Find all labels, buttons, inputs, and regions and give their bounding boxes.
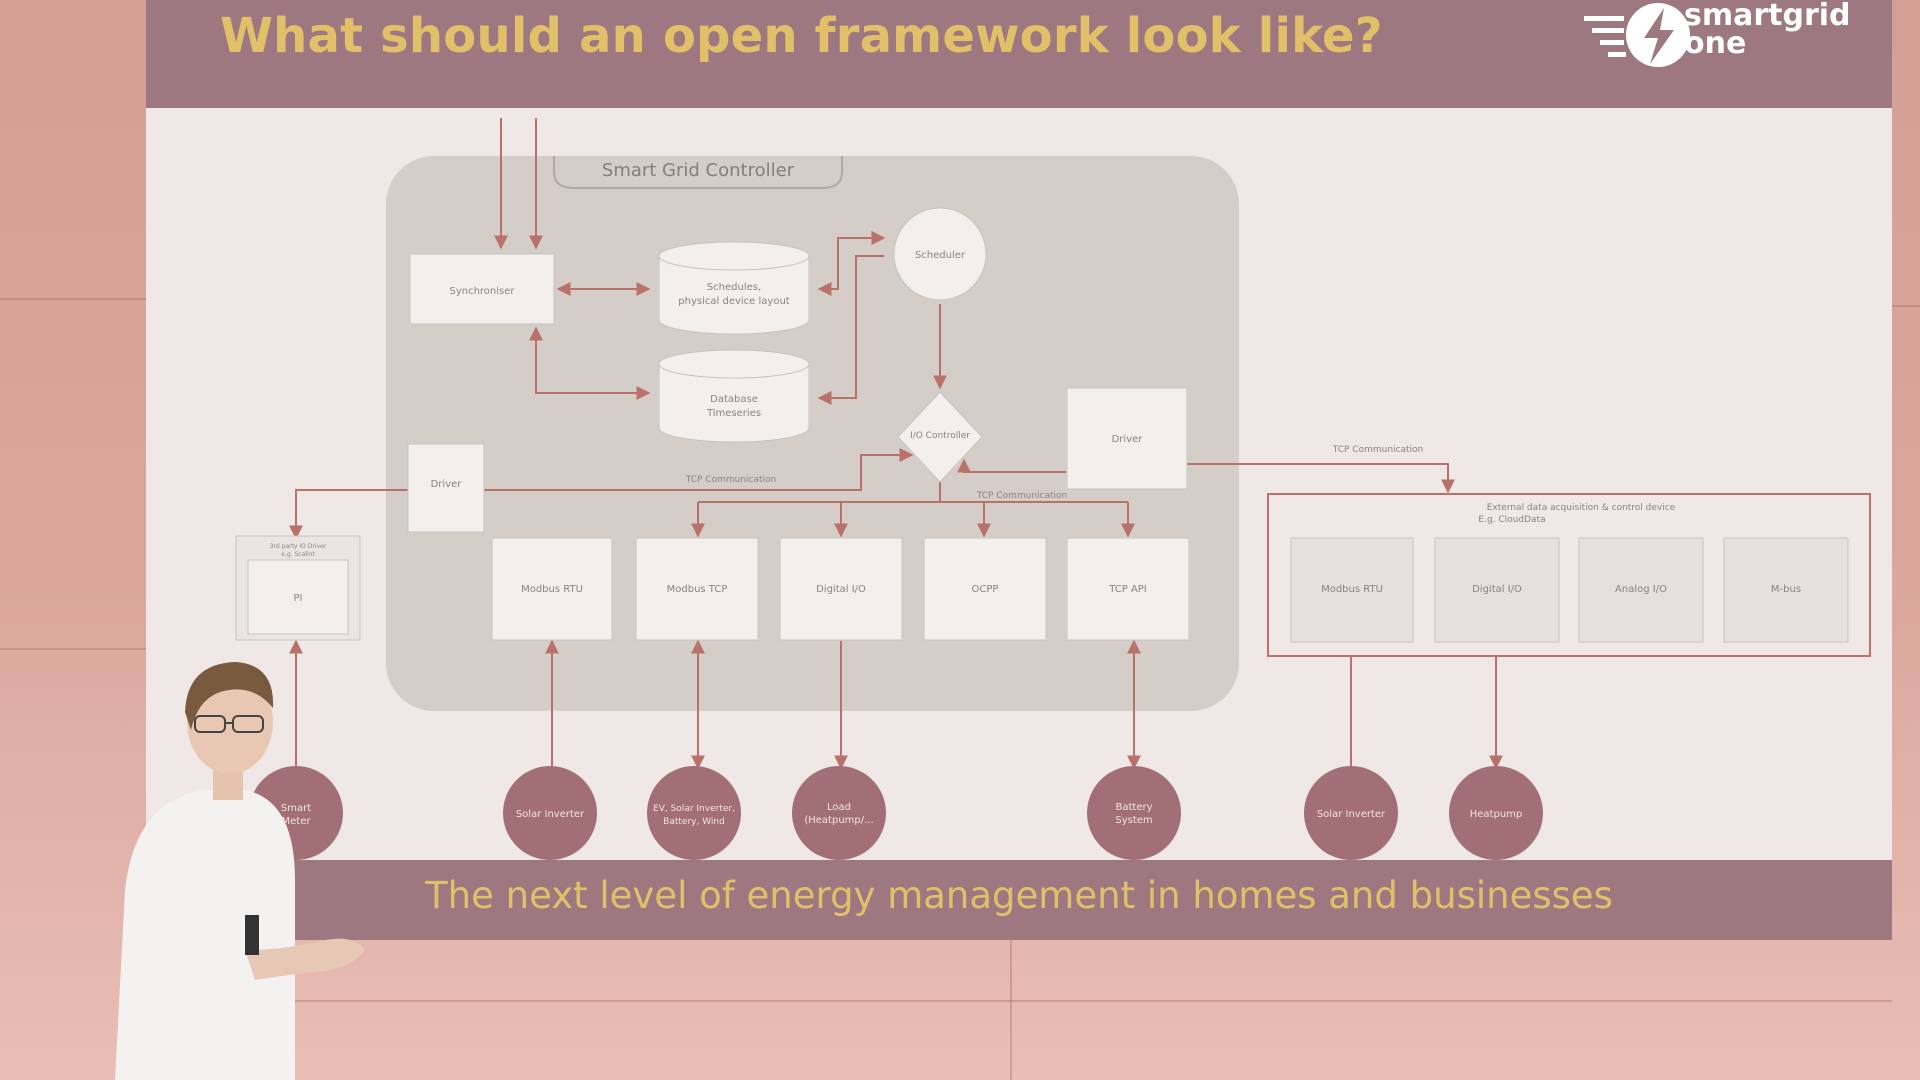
timeseries-db-line-1: Database xyxy=(710,394,758,405)
external-device: External data acquisition & control devi… xyxy=(1267,493,1871,657)
external-module-label: Digital I/O xyxy=(1472,584,1522,595)
device-label-line-1: Smart xyxy=(281,803,311,814)
synchroniser-label: Synchroniser xyxy=(449,286,515,297)
schedules-database: Schedules, physical device layout xyxy=(658,241,810,335)
device-label-line-1: Battery xyxy=(1115,802,1152,813)
logo-line-1: smartgrid xyxy=(1684,0,1851,33)
schedules-db-line-2: physical device layout xyxy=(678,296,789,307)
module-label: Modbus TCP xyxy=(667,584,728,595)
device-nodes: Smart Meter Solar Inverter EV, Solar Inv… xyxy=(249,766,1543,860)
logo-line-2: one xyxy=(1684,26,1747,61)
device-label-line-2: Battery, Wind xyxy=(663,817,725,827)
device-label-line-1: Solar Inverter xyxy=(516,809,585,820)
external-module-box xyxy=(1434,537,1560,643)
lightning-bolt-icon xyxy=(1584,3,1690,67)
io-controller-label: I/O Controller xyxy=(910,431,970,441)
presentation-slide: What should an open framework look like?… xyxy=(146,0,1892,940)
external-module-box xyxy=(1723,537,1849,643)
synchroniser-box xyxy=(409,253,555,325)
wall-panel-seam xyxy=(1892,305,1920,307)
wall-panel-seam xyxy=(1010,940,1012,1080)
architecture-diagram: Smart Grid Controller xyxy=(146,108,1892,860)
scheduler-label: Scheduler xyxy=(915,250,966,261)
schedules-db-line-1: Schedules, xyxy=(707,282,761,293)
presenter-body xyxy=(115,662,365,1080)
controller-tab xyxy=(553,156,843,189)
device-circle xyxy=(1449,766,1543,860)
external-module-label: Analog I/O xyxy=(1615,584,1667,595)
timeseries-db-line-2: Timeseries xyxy=(706,408,761,419)
device-circle xyxy=(792,766,886,860)
module-box xyxy=(635,537,759,641)
module-box xyxy=(779,537,903,641)
controller-modules: Modbus RTU Modbus TCP Digital I/O OCPP T… xyxy=(491,537,1190,641)
driver-left-box xyxy=(407,443,485,533)
module-label: TCP API xyxy=(1108,584,1147,595)
device-label-line-2: System xyxy=(1115,815,1152,826)
driver-right-label: Driver xyxy=(1112,434,1144,445)
external-module-label: Modbus RTU xyxy=(1321,584,1383,595)
external-title-2: E.g. CloudData xyxy=(1478,515,1545,525)
third-party-inner-label: PI xyxy=(294,593,303,604)
device-label-line-1: Load xyxy=(827,802,851,813)
device-label-line-1: Solar Inverter xyxy=(1317,809,1386,820)
device-label-line-1: Heatpump xyxy=(1470,809,1523,820)
device-circle xyxy=(1304,766,1398,860)
external-module-box xyxy=(1578,537,1704,643)
controller-label: Smart Grid Controller xyxy=(602,160,795,181)
driver-right-box xyxy=(1066,387,1188,490)
slide-title: What should an open framework look like? xyxy=(220,8,1383,64)
device-label-line-1: EV, Solar Inverter, xyxy=(653,804,735,814)
third-party-driver: 3rd party IO Driver e.g. Scalint PI xyxy=(235,535,361,641)
slide-header: What should an open framework look like?… xyxy=(146,0,1892,108)
module-label: Digital I/O xyxy=(816,584,866,595)
device-circle xyxy=(503,766,597,860)
slide-footer: The next level of energy management in h… xyxy=(146,860,1892,940)
external-module-label: M-bus xyxy=(1771,584,1801,595)
module-box xyxy=(491,537,613,641)
module-box xyxy=(923,537,1047,641)
external-title-1: External data acquisition & control devi… xyxy=(1487,503,1676,513)
external-module-box xyxy=(1290,537,1414,643)
module-label: Modbus RTU xyxy=(521,584,583,595)
presenter-figure xyxy=(115,662,365,1080)
logo-wordmark: smartgrid one xyxy=(1684,0,1851,61)
third-party-title-1: 3rd party IO Driver xyxy=(270,543,327,550)
module-label: OCPP xyxy=(972,584,999,595)
tcp-label-right: TCP Communication xyxy=(1332,445,1423,455)
scheduler-node xyxy=(893,207,987,301)
wall-panel-seam xyxy=(146,1000,1892,1002)
timeseries-database: Database Timeseries xyxy=(658,349,810,443)
wall-panel-seam xyxy=(0,298,146,300)
third-party-title-2: e.g. Scalint xyxy=(281,551,315,558)
device-label-line-2: (Heatpump/... xyxy=(804,815,873,826)
module-box xyxy=(1066,537,1190,641)
tcp-label-mid: TCP Communication xyxy=(976,491,1067,501)
device-circle xyxy=(647,766,741,860)
io-controller-node xyxy=(897,391,983,483)
tcp-label-left: TCP Communication xyxy=(685,475,776,485)
device-circle xyxy=(1087,766,1181,860)
logo xyxy=(1584,3,1690,67)
slide-tagline: The next level of energy management in h… xyxy=(425,874,1613,917)
driver-left-label: Driver xyxy=(431,479,463,490)
wall-panel-seam xyxy=(0,648,146,650)
device-label-line-2: Meter xyxy=(282,816,312,827)
